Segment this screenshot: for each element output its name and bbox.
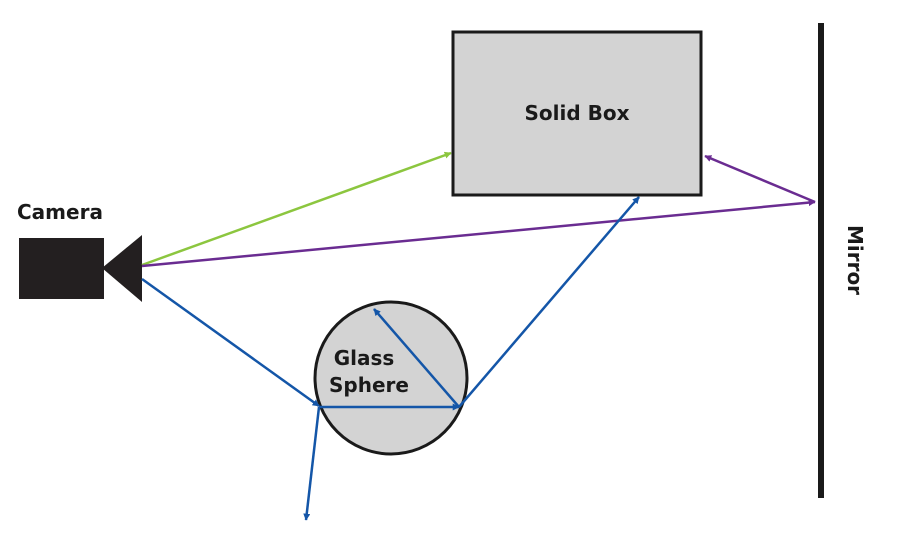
- blue-ray-sphere-to-box: [458, 196, 640, 408]
- blue-ray-camera-to-sphere: [141, 277, 320, 408]
- green-ray-camera-to-box: [141, 151, 452, 267]
- glass-sphere-label-line1: Glass: [334, 346, 395, 370]
- blue-ray-internal-reflection: [373, 308, 460, 408]
- blue-ray-reflected-downward: [303, 406, 321, 521]
- solid-box-label: Solid Box: [524, 101, 629, 125]
- purple-ray-mirror-to-box: [704, 154, 816, 204]
- mirror-label: Mirror: [843, 225, 867, 295]
- camera-body: [19, 238, 104, 299]
- purple-ray-camera-to-mirror: [141, 199, 816, 268]
- solid-box: [451, 30, 703, 197]
- camera-label: Camera: [17, 200, 103, 224]
- camera-lens: [102, 235, 142, 302]
- glass-sphere-label-line2: Sphere: [329, 373, 409, 397]
- glass-sphere: [313, 300, 469, 456]
